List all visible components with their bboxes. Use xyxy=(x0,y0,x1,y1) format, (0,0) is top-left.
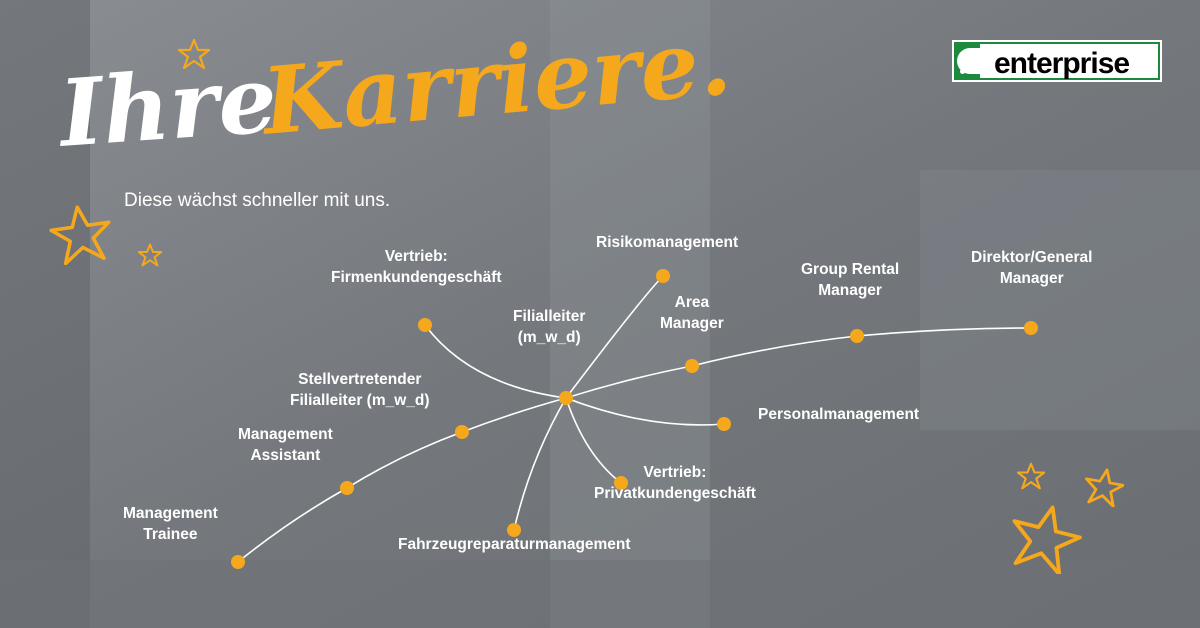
edge-deputy-manager xyxy=(461,397,567,433)
node-label-b2b: Vertrieb: Firmenkundengeschäft xyxy=(331,248,502,286)
node-label-assistant: Management Assistant xyxy=(238,426,333,464)
edge-trainee-assistant xyxy=(237,487,348,563)
node-dot-assistant xyxy=(340,481,354,495)
logo-wordmark: enterprise xyxy=(994,47,1130,80)
logo-dot xyxy=(960,69,965,74)
node-dot-repair xyxy=(507,523,521,537)
edge-manager-b2b xyxy=(424,324,567,399)
node-dot-hr xyxy=(717,417,731,431)
logo-wordmark-box: enterprise xyxy=(980,44,1158,80)
star-icon xyxy=(138,243,162,267)
node-label-area: Area Manager xyxy=(660,294,724,332)
node-dot-area xyxy=(685,359,699,373)
node-dot-group xyxy=(850,329,864,343)
node-dot-b2c xyxy=(614,476,628,490)
edge-manager-hr xyxy=(565,397,725,426)
node-label-repair: Fahrzeugreparaturmanagement xyxy=(398,536,631,553)
star-icon xyxy=(1017,462,1045,490)
node-label-group: Group Rental Manager xyxy=(801,261,900,299)
node-dot-manager xyxy=(559,391,573,405)
node-label-b2c: Vertrieb: Privatkundengeschäft xyxy=(594,464,756,502)
node-dot-deputy xyxy=(455,425,469,439)
star-icon xyxy=(1012,505,1082,574)
brand-logo: enterprise xyxy=(952,40,1162,82)
star-icon xyxy=(49,205,111,265)
edge-manager-risk xyxy=(565,275,664,399)
node-label-trainee: Management Trainee xyxy=(123,505,218,543)
node-label-risk: Risikomanagement xyxy=(596,234,739,251)
subline: Diese wächst schneller mit uns. xyxy=(124,190,391,211)
star-icon xyxy=(178,38,210,70)
edge-area-group xyxy=(691,335,858,367)
edge-manager-repair xyxy=(513,397,567,531)
edge-assistant-deputy xyxy=(346,431,463,489)
node-dot-risk xyxy=(656,269,670,283)
node-label-manager: Filialleiter (m_w_d) xyxy=(513,308,586,346)
node-dot-trainee xyxy=(231,555,245,569)
node-dot-director xyxy=(1024,321,1038,335)
diagram-nodes xyxy=(231,269,1038,569)
node-label-deputy: Stellvertretender Filialleiter (m_w_d) xyxy=(290,371,430,409)
edge-manager-area xyxy=(565,365,693,399)
node-label-director: Direktor/General Manager xyxy=(971,249,1093,287)
node-dot-b2b xyxy=(418,318,432,332)
diagram-edges xyxy=(237,275,1032,563)
star-icon xyxy=(1085,468,1124,507)
edge-manager-b2c xyxy=(565,397,622,484)
edge-group-director xyxy=(856,327,1032,337)
node-label-hr: Personalmanagement xyxy=(758,406,920,423)
